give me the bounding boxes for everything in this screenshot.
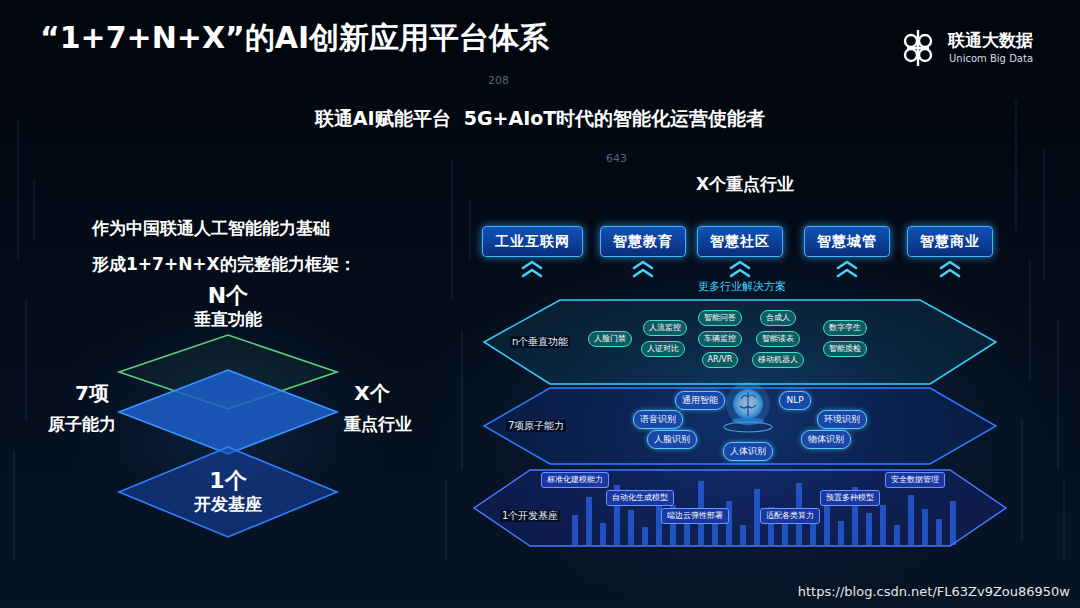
section-heading: X个重点行业	[696, 174, 794, 195]
layer-label: 1个	[178, 468, 278, 494]
base-capability: 预置多种模型	[820, 490, 880, 506]
note: 更多行业解决方案	[698, 280, 786, 294]
base-capability-text: 自动化生成模型	[612, 493, 668, 503]
outline-path	[484, 388, 996, 464]
platform-glow	[415, 230, 1075, 608]
ability-node-text: 环境识别	[824, 414, 860, 425]
base-capability: 自动化生成模型	[606, 490, 674, 506]
ability-node: 通用智能	[675, 391, 725, 410]
platform-layer: n个垂直功能 智能问答 合成人人流监控 数字孪生人脸门禁 车辆监控 智能读表人证对比 智能质…	[480, 296, 1000, 388]
ability-node-text: NLP	[786, 395, 803, 406]
layer-label: N个	[178, 283, 278, 309]
layer-label: 7项	[52, 381, 132, 405]
page-title: “1+7+N+X”的AI创新应用平台体系	[40, 20, 549, 56]
ability-node-text: 通用智能	[682, 395, 718, 406]
unicom-logo	[905, 30, 931, 66]
function-pill: 智能读表	[756, 331, 800, 347]
function-pill-text: 智能问答	[704, 313, 736, 323]
ability-node: 物体识别	[801, 430, 851, 449]
data-streaks	[14, 100, 1064, 560]
layer-label: 原子能力	[42, 414, 122, 434]
function-pill: AR/VR	[702, 352, 739, 368]
outline-path	[484, 300, 996, 384]
logo-text: 联通大数据	[948, 30, 1033, 51]
industry-box-text: 工业互联网	[495, 233, 570, 250]
outline-path	[119, 370, 337, 454]
layer-diamond: 7项原子能力X个重点行业	[118, 369, 338, 455]
layer-label: 开发基座	[178, 494, 278, 514]
function-pill: 智能质检	[823, 341, 867, 357]
intro-text: 作为中国联通人工智能能力基础	[92, 218, 330, 239]
platform-layer: 1个开发基座 标准化建模能力 安全数据管理自动化生成模型 预置多种模型端边云弹性部署 适…	[470, 466, 1010, 550]
layer-label: X个	[332, 381, 412, 405]
base-capability-text: 预置多种模型	[826, 493, 874, 503]
base-capability-text: 标准化建模能力	[547, 475, 603, 485]
base-capability: 端边云弹性部署	[661, 508, 729, 524]
industry-box-text: 智慧教育	[613, 233, 673, 250]
function-pill: 人脸门禁	[588, 331, 632, 347]
diamond-outline	[118, 369, 338, 455]
function-pill-text: 人流监控	[649, 323, 681, 333]
function-pill-text: 合成人	[766, 313, 790, 323]
background-number: 643	[606, 152, 627, 166]
function-pill-text: 移动机器人	[758, 355, 798, 365]
function-pill: 人证对比	[641, 341, 685, 357]
function-pill-text: 智能读表	[762, 334, 794, 344]
ability-node-text: 人脸识别	[654, 434, 690, 445]
industry-box-text: 智慧社区	[710, 233, 770, 250]
ability-node: 语音识别	[633, 410, 683, 429]
subtitle: 联通AI赋能平台 5G+AIoT时代的智能化运营使能者	[315, 107, 766, 131]
base-capability: 标准化建模能力	[541, 472, 609, 488]
ability-node: 人体识别	[723, 442, 773, 461]
layer-diamond: 1个开发基座	[118, 446, 338, 538]
industry-box-text: 智慧商业	[920, 233, 980, 250]
base-capability: 安全数据管理	[885, 472, 945, 488]
ability-node-text: 语音识别	[640, 414, 676, 425]
function-pill: 数字孪生	[823, 320, 867, 336]
industry-box: 智慧城管	[804, 226, 890, 257]
platform-layer: 7项原子能力 通用智能 NLP 语音识别 环境识别人脸识别 物体识别人体识别	[480, 384, 1000, 468]
background-number: 208	[488, 74, 509, 88]
base-capability-text: 端边云弹性部署	[667, 511, 723, 521]
logo-subtext: Unicom Big Data	[949, 53, 1033, 66]
layer-label: 重点行业	[338, 414, 418, 434]
function-pill-text: AR/VR	[708, 355, 733, 365]
watermark: https://blog.csdn.net/FL63Zv9Zou86950w	[798, 584, 1070, 600]
function-pill: 移动机器人	[752, 352, 804, 368]
function-pill: 合成人	[760, 310, 796, 326]
layer-label: 1个开发基座	[500, 510, 560, 522]
up-chevrons	[523, 262, 959, 276]
function-pill: 车辆监控	[698, 331, 742, 347]
industry-box: 智慧商业	[907, 226, 993, 257]
industry-box: 智慧社区	[697, 226, 783, 257]
layer-label: 垂直功能	[178, 309, 278, 329]
layer-label: 7项原子能力	[506, 420, 566, 432]
layer-label: n个垂直功能	[510, 336, 570, 348]
industry-box: 工业互联网	[482, 226, 583, 257]
function-pill-text: 人脸门禁	[594, 334, 626, 344]
function-pill-text: 智能质检	[829, 344, 861, 354]
industry-box-text: 智慧城管	[817, 233, 877, 250]
function-pill-text: 数字孪生	[829, 323, 861, 333]
ability-node-text: 人体识别	[730, 446, 766, 457]
function-pill-text: 车辆监控	[704, 334, 736, 344]
intro-text: 形成1+7+N+X的完整能力框架：	[92, 254, 356, 275]
ability-node: NLP	[779, 391, 810, 410]
base-capability-text: 适配各类算力	[766, 511, 814, 521]
base-capability-text: 安全数据管理	[891, 475, 939, 485]
outline-path	[474, 470, 1006, 546]
function-pill: 智能问答	[698, 310, 742, 326]
base-capability: 适配各类算力	[760, 508, 820, 524]
function-pill-text: 人证对比	[647, 344, 679, 354]
ability-node: 环境识别	[817, 410, 867, 429]
outline-path	[119, 447, 337, 537]
ability-node: 人脸识别	[647, 430, 697, 449]
function-pill: 人流监控	[643, 320, 687, 336]
ability-node-text: 物体识别	[808, 434, 844, 445]
industry-box: 智慧教育	[600, 226, 686, 257]
